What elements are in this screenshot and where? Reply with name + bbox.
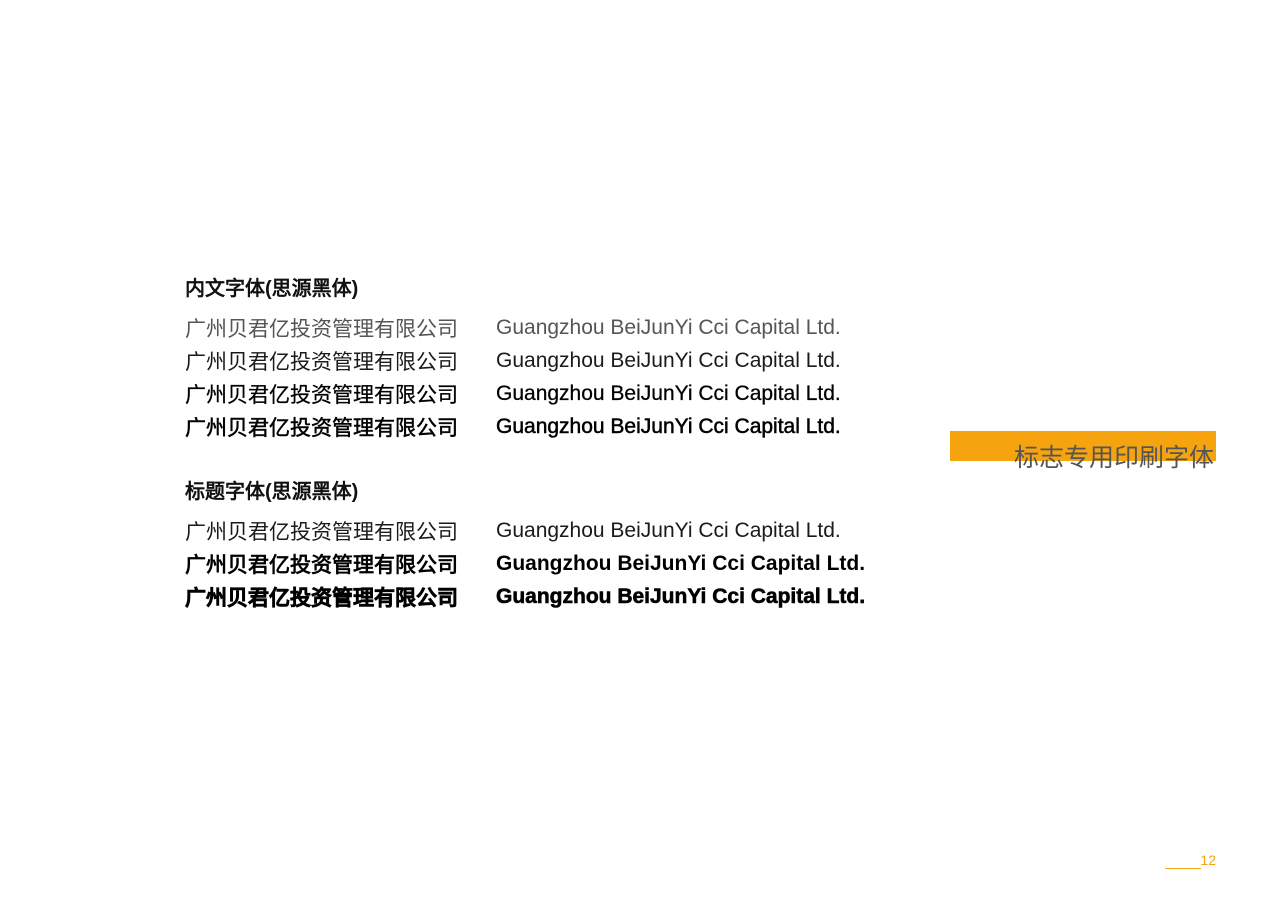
sample-chinese-name: 广州贝君亿投资管理有限公司 xyxy=(185,350,458,374)
sample-chinese-name: 广州贝君亿投资管理有限公司 xyxy=(185,553,458,577)
sample-chinese-name: 广州贝君亿投资管理有限公司 xyxy=(185,416,459,440)
body-font-sample-normal: 广州贝君亿投资管理有限公司 Guangzhou BeiJunYi Cci Cap… xyxy=(185,377,841,410)
sample-chinese-name: 广州贝君亿投资管理有限公司 xyxy=(185,586,459,610)
title-font-heading: 标题字体(思源黑体) xyxy=(185,481,359,503)
body-font-section: 内文字体(思源黑体) 广州贝君亿投资管理有限公司 Guangzhou BeiJu… xyxy=(185,276,841,443)
body-font-heading: 内文字体(思源黑体) xyxy=(185,278,359,300)
sample-chinese-name: 广州贝君亿投资管理有限公司 xyxy=(185,520,458,544)
body-font-sample-medium: 广州贝君亿投资管理有限公司 Guangzhou BeiJunYi Cci Cap… xyxy=(185,410,841,443)
section-tag-bar xyxy=(950,431,1216,461)
sample-english-name: Guangzhou BeiJunYi Cci Capital Ltd. xyxy=(496,381,841,405)
sample-chinese-name: 广州贝君亿投资管理有限公司 xyxy=(185,383,458,407)
title-font-section: 标题字体(思源黑体) 广州贝君亿投资管理有限公司 Guangzhou BeiJu… xyxy=(185,479,866,613)
sample-english-name: Guangzhou BeiJunYi Cci Capital Ltd. xyxy=(496,348,841,372)
body-font-sample-light: 广州贝君亿投资管理有限公司 Guangzhou BeiJunYi Cci Cap… xyxy=(185,311,841,344)
body-font-sample-regular: 广州贝君亿投资管理有限公司 Guangzhou BeiJunYi Cci Cap… xyxy=(185,344,841,377)
sample-english-name: Guangzhou BeiJunYi Cci Capital Ltd. xyxy=(496,518,841,542)
section-tag-label: 标志专用印刷字体 xyxy=(1013,444,1214,472)
page-number: 12 xyxy=(1200,852,1216,868)
sample-english-name: Guangzhou BeiJunYi Cci Capital Ltd. xyxy=(496,315,841,339)
title-font-sample-bold: 广州贝君亿投资管理有限公司 Guangzhou BeiJunYi Cci Cap… xyxy=(185,547,865,580)
sample-chinese-name: 广州贝君亿投资管理有限公司 xyxy=(185,317,458,341)
sample-english-name: Guangzhou BeiJunYi Cci Capital Ltd. xyxy=(496,584,866,608)
sample-english-name: Guangzhou BeiJunYi Cci Capital Ltd. xyxy=(496,551,866,575)
title-font-sample-regular: 广州贝君亿投资管理有限公司 Guangzhou BeiJunYi Cci Cap… xyxy=(185,514,865,547)
sample-english-name: Guangzhou BeiJunYi Cci Capital Ltd. xyxy=(496,414,841,438)
title-font-sample-heavy: 广州贝君亿投资管理有限公司 Guangzhou BeiJunYi Cci Cap… xyxy=(185,580,866,613)
page-number-rule xyxy=(1165,868,1201,869)
